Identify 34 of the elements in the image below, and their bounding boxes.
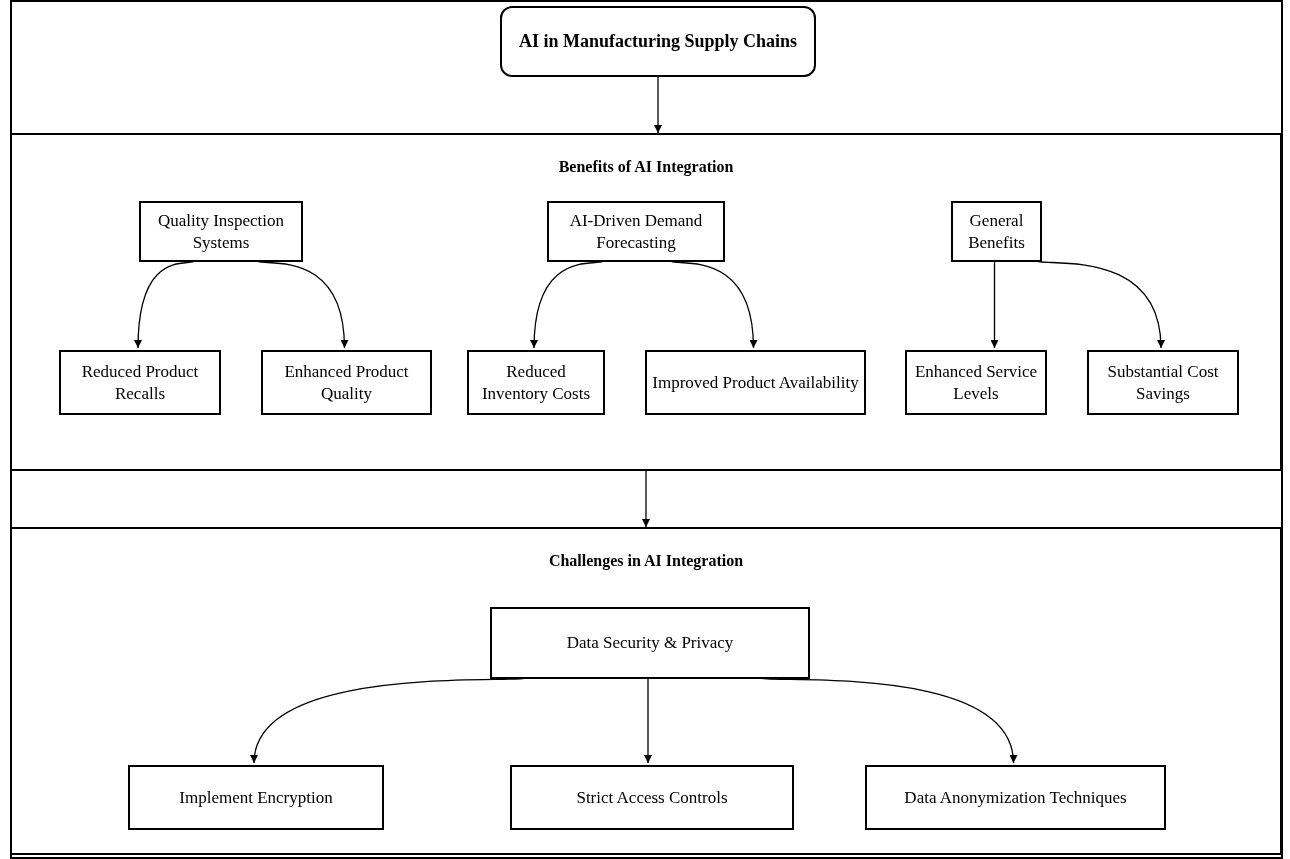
process-box [467, 350, 605, 415]
panel-heading: Challenges in AI Integration [548, 551, 744, 572]
box-label: Reduced Inventory Costs [480, 361, 592, 404]
box-label: AI in Manufacturing Supply Chains [517, 30, 799, 53]
process-box [59, 350, 221, 415]
group-panel [10, 133, 1282, 471]
process-box [1087, 350, 1239, 415]
process-box [547, 201, 725, 262]
process-box [139, 201, 303, 262]
title-box [500, 6, 816, 77]
process-box [510, 765, 794, 830]
group-panel [10, 527, 1282, 855]
arrow [654, 76, 662, 134]
process-box [128, 765, 384, 830]
arrow [642, 470, 650, 528]
box-label: Implement Encryption [178, 786, 334, 809]
box-label: Enhanced Product Quality [283, 361, 410, 404]
box-label: Strict Access Controls [575, 786, 729, 809]
process-box [261, 350, 432, 415]
box-label: Data Anonymization Techniques [903, 786, 1128, 809]
box-label: Improved Product Availability [651, 371, 860, 394]
process-box [490, 607, 810, 679]
box-label: Reduced Product Recalls [80, 361, 200, 404]
box-label: AI-Driven Demand Forecasting [568, 210, 704, 253]
process-box [865, 765, 1166, 830]
box-label: General Benefits [967, 210, 1026, 253]
box-label: Enhanced Service Levels [913, 361, 1039, 404]
box-label: Quality Inspection Systems [156, 210, 286, 253]
box-label: Data Security & Privacy [565, 632, 735, 654]
box-label: Substantial Cost Savings [1106, 361, 1220, 404]
process-box [645, 350, 866, 415]
process-box [951, 201, 1042, 262]
panel-heading: Benefits of AI Integration [558, 157, 734, 178]
process-box [905, 350, 1047, 415]
